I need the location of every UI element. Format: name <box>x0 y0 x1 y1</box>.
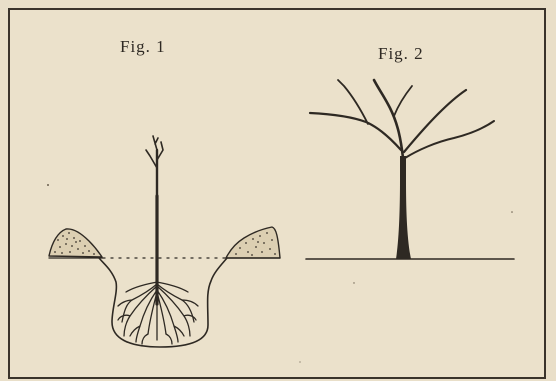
fig-1-planting-diagram <box>49 136 280 347</box>
whip-roots <box>118 282 198 344</box>
fig-2-pruned-tree <box>306 80 514 259</box>
left-soil-mound <box>49 229 102 257</box>
right-soil-mound <box>226 227 280 258</box>
planting-hole-outline <box>99 258 227 347</box>
whip-top-twigs <box>146 136 163 168</box>
tree-branches <box>310 80 494 158</box>
tree-trunk <box>396 156 411 259</box>
